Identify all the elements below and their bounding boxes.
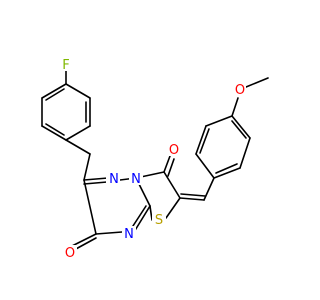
c-o-methoxy-bond (231, 97, 239, 117)
methoxy-oxygen-label: O (235, 83, 245, 98)
o-ch3-bond (245, 77, 269, 88)
triazine-ring (71, 177, 151, 251)
fluorine-atom-label: F (62, 58, 69, 73)
carbonyl-oxygen-label: O (65, 246, 75, 261)
exocyclic-bond-1 (179, 197, 205, 201)
exocyclic-bond-2 (180, 193, 206, 197)
triazine-nitrogen-2-label: N (131, 172, 141, 187)
molecule-structure: F O O N N N S O (41, 57, 269, 261)
triazine-nitrogen-1-label: N (109, 172, 119, 187)
triazine-nitrogen-3-label: N (124, 227, 134, 242)
benzyl-ch2-bond-2 (83, 153, 91, 181)
benzyl-ch2-bond-1 (65, 139, 91, 155)
methoxyphenyl-ring (195, 115, 251, 179)
vinyl-aryl-bond (203, 177, 215, 201)
ketone-oxygen-label: O (169, 143, 179, 158)
molecule-diagram: F O O N N N S O (41, 57, 269, 261)
thiazole-sulfur-label: S (155, 213, 163, 228)
fluorophenyl-ring (41, 83, 91, 141)
